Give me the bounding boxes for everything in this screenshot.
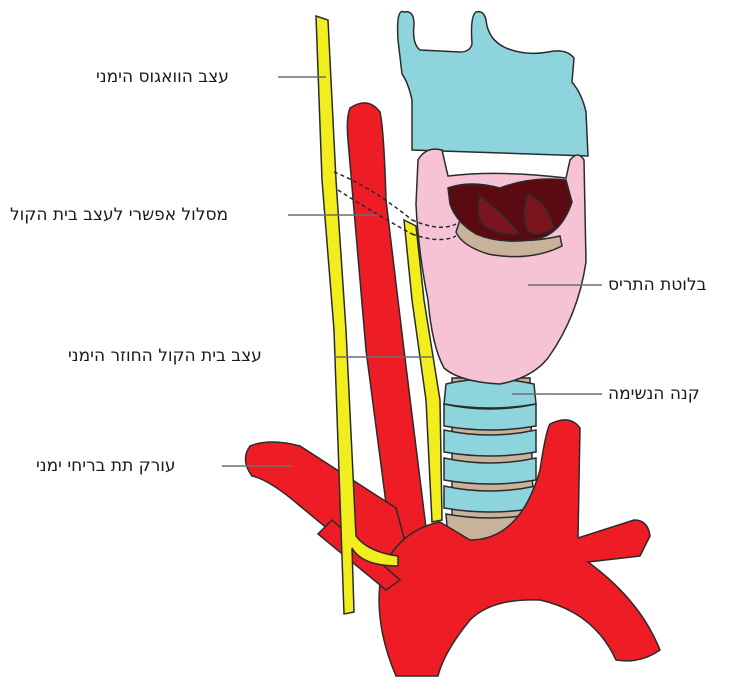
label-larynx: בלוטת התריס [608, 275, 706, 295]
hyoid-cartilage [398, 12, 588, 156]
label-nonrecurrent-path: מסלול אפשרי לעצב בית הקול [10, 205, 228, 225]
label-recurrent-laryngeal-nerve: עצב בית הקול החוזר הימני [68, 346, 262, 366]
glottis [448, 179, 572, 257]
label-right-vagus-nerve: עצב הוואגוס הימני [96, 67, 229, 87]
label-trachea: קנה הנשימה [608, 384, 700, 404]
label-right-subclavian-artery: עורק תת בריחי ימני [36, 456, 176, 476]
